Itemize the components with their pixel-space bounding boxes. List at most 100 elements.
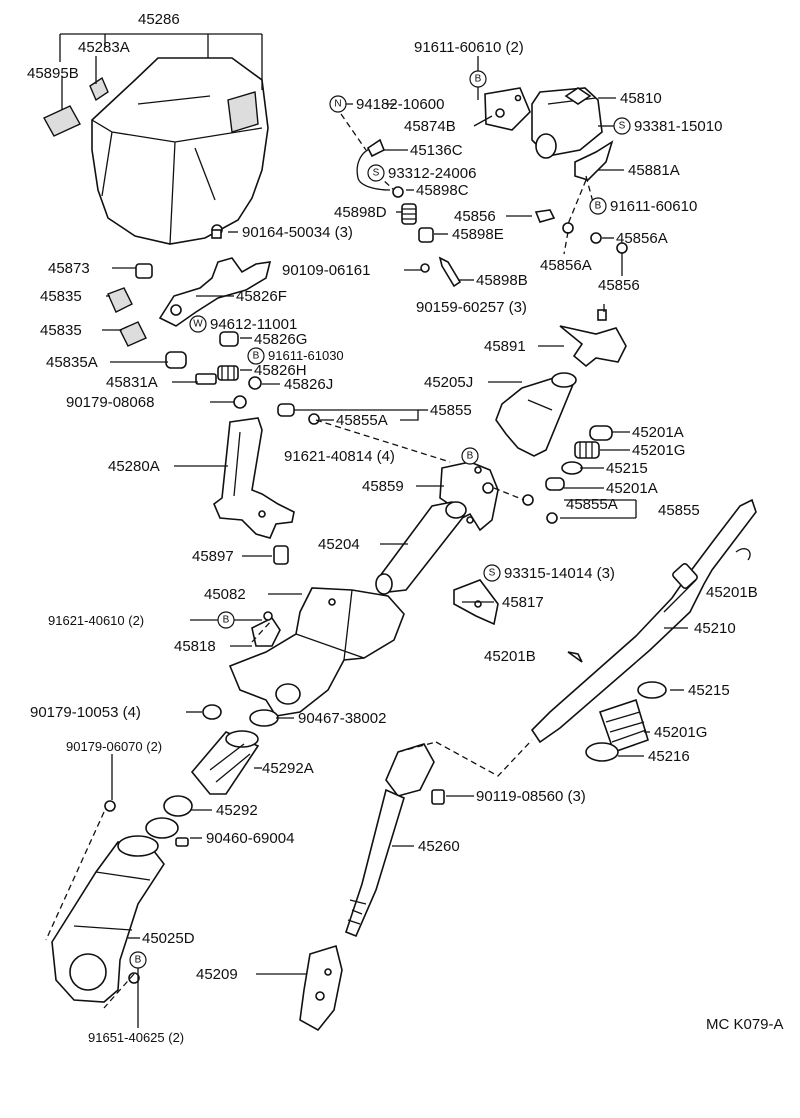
bracket-45891 xyxy=(559,325,627,368)
ring-45216 xyxy=(585,742,619,762)
label-94182-10600: 94182-10600 xyxy=(356,96,444,113)
label-45292: 45292 xyxy=(216,802,258,819)
label-91621-40610-2: 91621-40610 (2) xyxy=(48,613,144,628)
label-45835-top: 45835 xyxy=(40,288,82,305)
label-45826J: 45826J xyxy=(284,376,333,393)
badge-b-91611-60610-2: B xyxy=(469,70,487,88)
tube-45204 xyxy=(375,501,467,595)
badge-s-93381: S xyxy=(613,117,631,135)
label-90164-50034-3: 90164-50034 (3) xyxy=(242,224,353,241)
bolt-90119 xyxy=(431,789,445,805)
label-45025D: 45025D xyxy=(142,930,195,947)
label-45873: 45873 xyxy=(48,260,90,277)
shaft-45260 xyxy=(345,743,435,938)
clip-45201B-right xyxy=(735,548,751,561)
bushings-45855A xyxy=(522,494,558,524)
label-45260: 45260 xyxy=(418,838,460,855)
bracket-45280A xyxy=(213,417,295,539)
cap-45898E xyxy=(418,227,434,243)
screw-90164 xyxy=(211,224,223,239)
label-45201B-right: 45201B xyxy=(706,584,758,601)
pin-45856-a xyxy=(534,209,556,223)
ring-45215-bottom xyxy=(637,681,667,699)
badge-s-93312: S xyxy=(367,164,385,182)
label-45826F: 45826F xyxy=(236,288,287,305)
badge-b-91621-40610: B xyxy=(217,611,235,629)
spring-45898D xyxy=(401,203,417,225)
label-93312-24006: 93312-24006 xyxy=(388,165,476,182)
label-90460-69004: 90460-69004 xyxy=(206,830,294,847)
ring-90467 xyxy=(249,709,279,727)
badge-b-91621-40814: B xyxy=(461,447,479,465)
svg-text:B: B xyxy=(475,74,482,85)
label-90159-60257-3: 90159-60257 (3) xyxy=(416,299,527,316)
label-45898C: 45898C xyxy=(416,182,469,199)
label-45856-a: 45856 xyxy=(454,208,496,225)
label-45201B-mid: 45201B xyxy=(484,648,536,665)
ring-45215-top xyxy=(561,461,583,475)
label-45855-top: 45855 xyxy=(430,402,472,419)
label-90179-08068: 90179-08068 xyxy=(66,394,154,411)
spring-45201A-top xyxy=(589,425,613,441)
column-cover-drawing xyxy=(91,57,269,245)
label-45856-b: 45856 xyxy=(598,277,640,294)
label-45286: 45286 xyxy=(138,11,180,28)
bolt-45898B xyxy=(438,256,462,288)
pin-45856A-a xyxy=(590,232,602,244)
label-45283A: 45283A xyxy=(78,39,130,56)
label-45280A: 45280A xyxy=(108,458,160,475)
label-90119-08560-3: 90119-08560 (3) xyxy=(476,788,586,805)
boot-45201G-bottom xyxy=(598,698,649,754)
label-45201G-bottom: 45201G xyxy=(654,724,707,741)
label-45898D: 45898D xyxy=(334,204,387,221)
label-91621-40814-4: 91621-40814 (4) xyxy=(284,448,395,465)
label-93315-14014-3: 93315-14014 (3) xyxy=(504,565,615,582)
label-45204: 45204 xyxy=(318,536,360,553)
label-45201A-mid: 45201A xyxy=(606,480,658,497)
label-45216: 45216 xyxy=(648,748,690,765)
label-45898B: 45898B xyxy=(476,272,528,289)
label-45881A: 45881A xyxy=(628,162,680,179)
label-45891: 45891 xyxy=(484,338,526,355)
pin-45856-b xyxy=(616,242,628,262)
ring-90460 xyxy=(145,817,189,847)
label-45292A: 45292A xyxy=(262,760,314,777)
column-body-45082 xyxy=(228,587,405,717)
svg-text:B: B xyxy=(253,351,260,362)
label-94612-11001: 94612-11001 xyxy=(210,316,297,333)
bush-45826G xyxy=(219,331,239,347)
svg-text:N: N xyxy=(334,99,341,110)
badge-b-91651: B xyxy=(129,951,147,969)
bolt-91621-40610 xyxy=(263,611,273,621)
label-45859: 45859 xyxy=(362,478,404,495)
label-45215-top: 45215 xyxy=(606,460,648,477)
label-45855A-mid: 45855A xyxy=(566,496,618,513)
badge-b-91611-61030: B xyxy=(247,347,265,365)
svg-text:B: B xyxy=(135,955,142,966)
screw-90109 xyxy=(420,263,430,273)
spring-45201A-mid xyxy=(545,477,565,491)
badge-w-94612: W xyxy=(189,315,207,333)
bracket-45818 xyxy=(251,616,281,647)
label-45817: 45817 xyxy=(502,594,544,611)
label-90109-06161: 90109-06161 xyxy=(282,262,370,279)
knob-45826J xyxy=(248,376,262,390)
badge-b-91611-60610: B xyxy=(589,197,607,215)
label-90467-38002: 90467-38002 xyxy=(298,710,386,727)
label-45874B: 45874B xyxy=(404,118,456,135)
tube-45205J xyxy=(495,372,577,457)
svg-text:S: S xyxy=(373,168,380,179)
label-45835-bottom: 45835 xyxy=(40,322,82,339)
shaft-45210 xyxy=(530,498,757,744)
label-45826G: 45826G xyxy=(254,331,307,348)
label-45855-mid: 45855 xyxy=(658,502,700,519)
pin-45898C xyxy=(392,186,404,198)
label-91611-60610-2: 91611-60610 (2) xyxy=(414,39,524,56)
nut-90179-08068 xyxy=(233,395,247,409)
clip-45201B-mid xyxy=(567,651,583,663)
badge-n-94182: N xyxy=(329,95,347,113)
pin-45856A-b xyxy=(562,222,574,234)
spring-45201G-top xyxy=(574,441,600,459)
cap-45873 xyxy=(135,263,153,279)
label-91651-40625-2: 91651-40625 (2) xyxy=(88,1030,184,1045)
